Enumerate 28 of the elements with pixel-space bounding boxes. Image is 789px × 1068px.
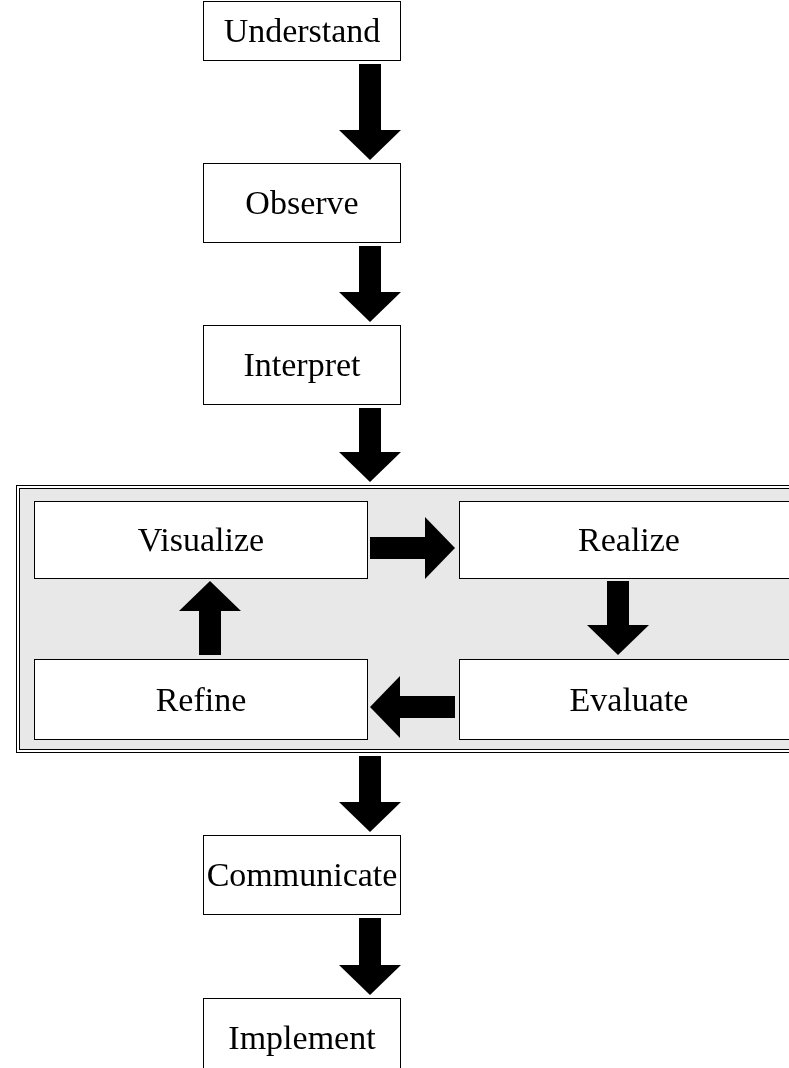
- block-arrow: [339, 64, 401, 160]
- block-arrow: [339, 756, 401, 832]
- block-arrow: [339, 408, 401, 482]
- step-box: [203, 998, 401, 1068]
- step-box: [203, 1, 401, 61]
- block-arrow: [339, 246, 401, 322]
- step-box: [459, 501, 789, 579]
- loop-panel: [16, 485, 789, 753]
- step-box: [34, 659, 368, 740]
- step-label: Refine: [155, 680, 247, 719]
- block-arrow: [370, 517, 455, 579]
- step-label: Realize: [578, 521, 680, 559]
- step-label: Interpret: [243, 346, 361, 384]
- block-arrow: [339, 918, 401, 995]
- block-arrow: [179, 581, 241, 655]
- step-box: [203, 835, 401, 915]
- step-box: [203, 325, 401, 405]
- step-box: [34, 501, 368, 579]
- step-label: Evaluate: [569, 680, 689, 719]
- step-label: Visualize: [137, 521, 265, 559]
- step-label: Implement: [228, 1019, 376, 1057]
- step-label: Observe: [245, 184, 359, 222]
- step-box: [203, 163, 401, 243]
- step-label: Understand: [223, 12, 381, 50]
- step-box: [459, 659, 789, 740]
- block-arrow: [587, 581, 649, 655]
- step-label: Communicate: [206, 856, 398, 894]
- block-arrow: [370, 676, 455, 738]
